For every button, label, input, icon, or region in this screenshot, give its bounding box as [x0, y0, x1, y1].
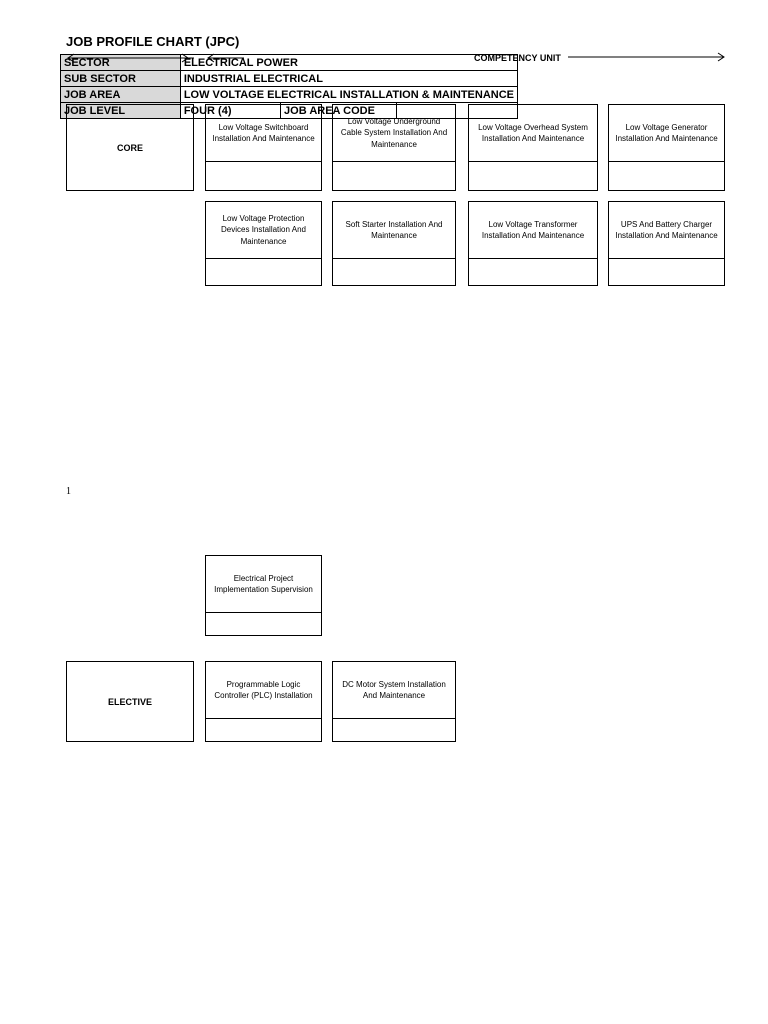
- core-unit-title: Soft Starter Installation And Maintenanc…: [333, 202, 455, 259]
- elective-category-box: ELECTIVE: [66, 661, 194, 742]
- job-area-label: JOB AREA: [60, 86, 181, 103]
- left-arrow-icon: [67, 53, 244, 63]
- core-unit-8: UPS And Battery Charger Installation And…: [608, 201, 725, 286]
- sub-sector-value: INDUSTRIAL ELECTRICAL: [179, 70, 519, 87]
- page-title: JOB PROFILE CHART (JPC): [66, 34, 240, 49]
- core-unit-title: Low Voltage Generator Installation And M…: [609, 105, 724, 162]
- elective-unit-title: Programmable Logic Controller (PLC) Inst…: [206, 662, 321, 719]
- core-unit-6: Soft Starter Installation And Maintenanc…: [332, 201, 456, 286]
- core-unit-7: Low Voltage Transformer Installation And…: [468, 201, 598, 286]
- elective-unit-title: DC Motor System Installation And Mainten…: [333, 662, 455, 719]
- supervision-unit-title: Electrical Project Implementation Superv…: [206, 556, 321, 613]
- core-unit-title: Low Voltage Protection Devices Installat…: [206, 202, 321, 259]
- core-unit-title: UPS And Battery Charger Installation And…: [609, 202, 724, 259]
- elective-unit-2: DC Motor System Installation And Mainten…: [332, 661, 456, 742]
- job-area-code-value: [396, 102, 518, 119]
- core-category-box: CORE: [66, 104, 194, 191]
- core-unit-1: Low Voltage Switchboard Installation And…: [205, 104, 322, 191]
- job-info-table: SECTOR ELECTRICAL POWER SUB SECTOR INDUS…: [60, 54, 519, 119]
- job-area-code-label: JOB AREA CODE: [280, 102, 398, 119]
- core-unit-2: Low Voltage Underground Cable System Ins…: [332, 104, 456, 191]
- job-area-value: LOW VOLTAGE ELECTRICAL INSTALLATION & MA…: [179, 86, 519, 103]
- core-unit-title: Low Voltage Switchboard Installation And…: [206, 105, 321, 162]
- sector-value: ELECTRICAL POWER: [179, 54, 519, 71]
- core-label: CORE: [116, 142, 143, 153]
- sub-sector-label: SUB SECTOR: [60, 70, 181, 87]
- competency-unit-label: COMPETENCY UNIT: [474, 53, 561, 63]
- core-unit-title: Low Voltage Underground Cable System Ins…: [333, 105, 455, 162]
- supervision-unit: Electrical Project Implementation Superv…: [205, 555, 322, 636]
- page-number: 1: [66, 486, 71, 497]
- sub-sector-row: SUB SECTOR INDUSTRIAL ELECTRICAL: [60, 70, 519, 87]
- core-unit-title: Low Voltage Overhead System Installation…: [469, 105, 597, 162]
- core-unit-3: Low Voltage Overhead System Installation…: [468, 104, 598, 191]
- sector-row: SECTOR ELECTRICAL POWER: [60, 54, 519, 71]
- core-unit-title: Low Voltage Transformer Installation And…: [469, 202, 597, 259]
- job-level-label: JOB LEVEL: [60, 102, 181, 119]
- elective-label: ELECTIVE: [107, 696, 152, 707]
- job-area-row: JOB AREA LOW VOLTAGE ELECTRICAL INSTALLA…: [60, 86, 519, 103]
- right-arrow-icon: [568, 52, 725, 62]
- core-unit-5: Low Voltage Protection Devices Installat…: [205, 201, 322, 286]
- core-unit-4: Low Voltage Generator Installation And M…: [608, 104, 725, 191]
- elective-unit-1: Programmable Logic Controller (PLC) Inst…: [205, 661, 322, 742]
